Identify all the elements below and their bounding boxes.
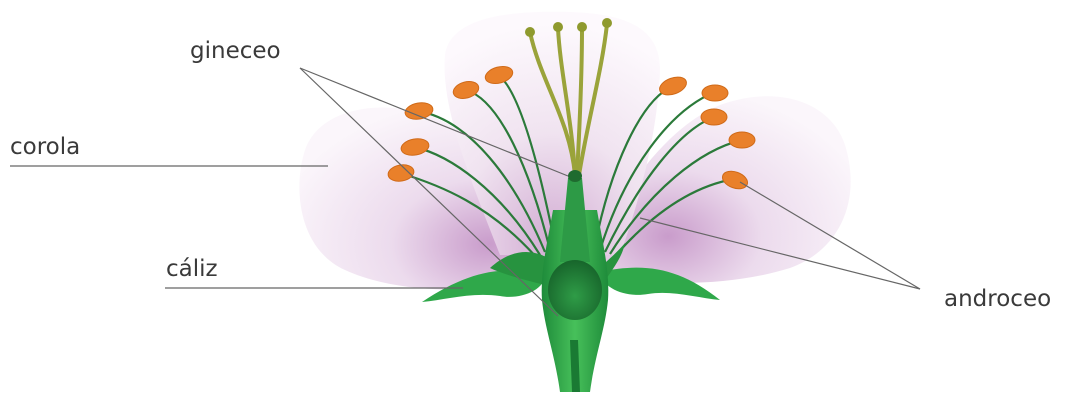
label-caliz: cáliz xyxy=(166,258,218,281)
ovary xyxy=(548,260,602,320)
label-gineceo: gineceo xyxy=(190,40,281,63)
label-corola: corola xyxy=(10,136,80,159)
label-androceo: androceo xyxy=(944,288,1051,311)
